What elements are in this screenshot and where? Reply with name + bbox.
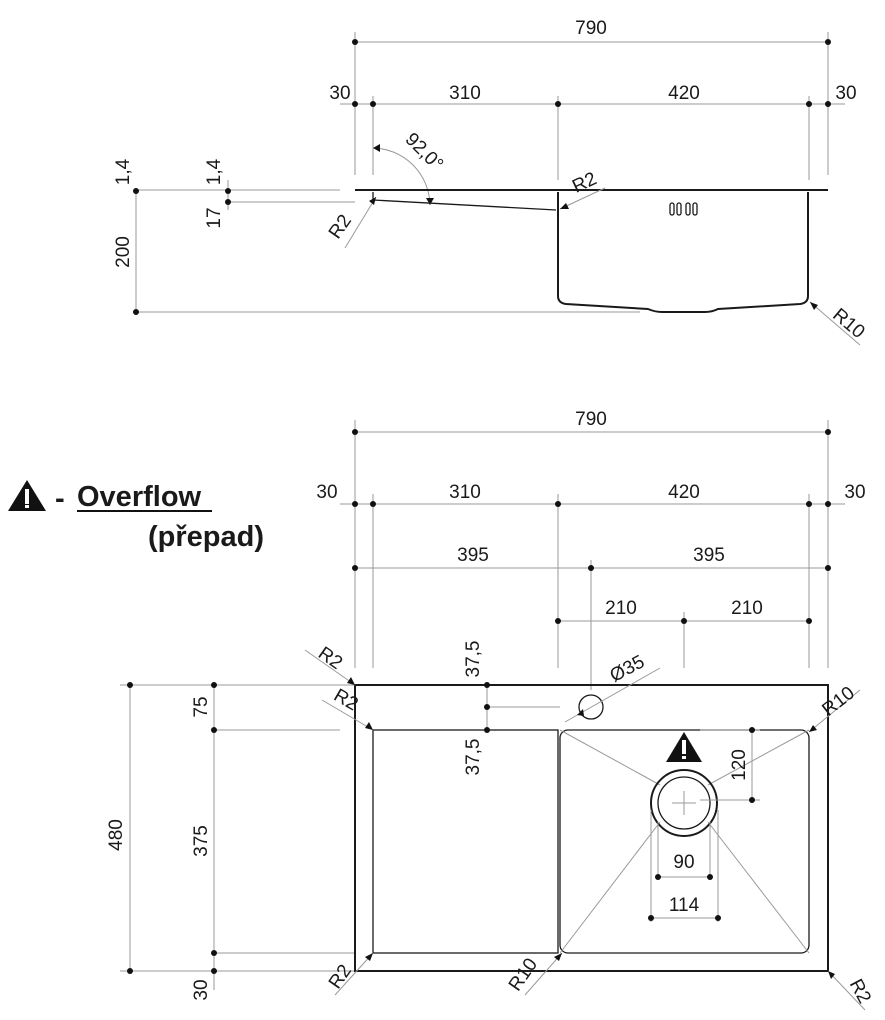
top-left-margin: 30 — [316, 482, 337, 503]
side-bowl-width: 420 — [668, 83, 700, 104]
warning-triangle-icon — [8, 480, 46, 511]
top-bowl-half-right: 210 — [731, 598, 763, 619]
side-bowl-depth: 200 — [113, 236, 134, 268]
overflow-slots-icon — [669, 202, 698, 216]
top-radius-bowl-bottom: R10 — [505, 955, 542, 996]
top-top-margin: 75 — [191, 696, 212, 717]
drain-outlet — [650, 769, 718, 837]
top-overflow-offset: 120 — [729, 749, 750, 781]
side-view: 790 30 310 420 30 92,0° 1,4 1,4 17 200 — [113, 18, 869, 346]
tap-hole — [578, 694, 604, 720]
top-inner-depth: 375 — [191, 825, 212, 857]
side-left-margin: 30 — [329, 83, 350, 104]
top-overall-depth: 480 — [106, 819, 127, 851]
legend-overflow-label: Overflow — [77, 481, 202, 513]
side-thickness-left: 1,4 — [113, 158, 134, 185]
top-radius-inner-top-left: R2 — [330, 685, 362, 715]
top-half-right: 395 — [693, 545, 725, 566]
top-view: 790 30 310 420 30 395 395 210 210 — [106, 409, 875, 1011]
top-bowl-width: 420 — [668, 482, 700, 503]
top-radius-bottom-right: R2 — [845, 976, 875, 1007]
top-drainboard-width: 310 — [449, 482, 481, 503]
side-thickness-mid: 1,4 — [204, 158, 225, 185]
top-half-left: 395 — [457, 545, 489, 566]
top-overall-width: 790 — [575, 409, 607, 430]
top-tap-diameter: Ø35 — [607, 651, 649, 686]
top-bottom-margin: 30 — [191, 979, 212, 1000]
top-bowl-half-left: 210 — [605, 598, 637, 619]
side-drainboard-depth: 17 — [204, 207, 225, 228]
overflow-legend: - Overflow (přepad) — [8, 480, 264, 553]
side-drainboard-width: 310 — [449, 83, 481, 104]
top-tap-offset-top: 37,5 — [463, 641, 484, 678]
side-angle: 92,0° — [401, 129, 447, 175]
top-right-margin: 30 — [844, 482, 865, 503]
side-right-margin: 30 — [835, 83, 856, 104]
top-radius-outer-top-left: R2 — [314, 643, 346, 674]
side-overall-width: 790 — [575, 18, 607, 39]
side-radius-bottom: R10 — [828, 305, 868, 343]
legend-overflow-local: (přepad) — [148, 521, 264, 553]
top-drain-outer: 114 — [669, 895, 700, 916]
top-radius-bottom-left: R2 — [325, 961, 356, 993]
top-drain-inner: 90 — [673, 852, 694, 873]
side-radius-step: R2 — [569, 168, 600, 197]
top-radius-bowl-top-right: R10 — [818, 683, 858, 721]
top-tap-offset-bottom: 37,5 — [463, 739, 484, 776]
overflow-warning-icon — [666, 732, 702, 762]
legend-dash: - — [55, 483, 65, 515]
